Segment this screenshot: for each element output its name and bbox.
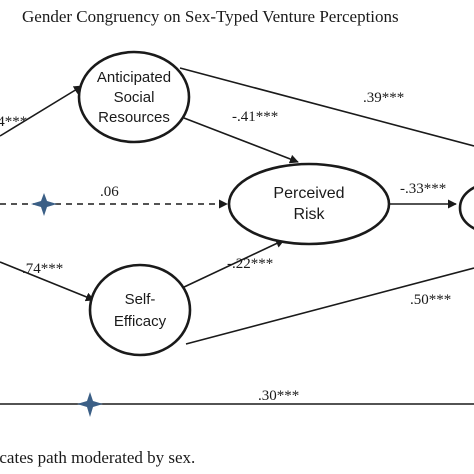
- label-asr-to-risk: -.41***: [232, 109, 278, 125]
- label-bottom-direct: .30***: [258, 388, 299, 404]
- edge-se-to-outcome: [185, 267, 474, 345]
- diagram-title: Gender Congruency on Sex-Typed Venture P…: [22, 7, 399, 26]
- label-left-to-se: .74***: [22, 261, 63, 277]
- label-risk-to-outcome: -.33***: [400, 181, 446, 197]
- edge-asr-to-perceived-risk: [183, 117, 299, 164]
- self-efficacy-label-line2: Efficacy: [114, 313, 167, 330]
- label-left-to-asr: .74***: [0, 114, 27, 130]
- moderation-note: Indicates path moderated by sex.: [0, 448, 195, 467]
- self-efficacy-label-line1: Self-: [125, 291, 156, 308]
- perceived-risk-label-line2: Risk: [293, 206, 325, 223]
- edge-left-to-self-efficacy: [0, 261, 95, 302]
- edge-asr-to-outcome: [179, 67, 474, 147]
- label-left-to-risk-direct: .06: [100, 184, 119, 200]
- asr-label-line1: Anticipated: [97, 69, 171, 86]
- four-point-star-icon: [77, 392, 103, 417]
- label-asr-to-outcome: .39***: [363, 90, 404, 106]
- node-anticipated-social-resources: [77, 50, 191, 144]
- label-se-to-risk: -.22***: [227, 256, 273, 272]
- four-point-star-icon: [31, 193, 57, 216]
- node-perceived-risk: [227, 162, 391, 246]
- node-outcome-partial: [458, 186, 474, 230]
- asr-label-line2: Social: [114, 89, 155, 106]
- edge-left-to-anticipated-social-resources: [0, 85, 83, 137]
- node-self-efficacy: [88, 263, 192, 357]
- label-se-to-outcome: .50***: [410, 292, 451, 308]
- edge-se-to-perceived-risk: [181, 239, 285, 289]
- perceived-risk-label-line1: Perceived: [273, 185, 344, 202]
- asr-label-line3: Resources: [98, 109, 170, 126]
